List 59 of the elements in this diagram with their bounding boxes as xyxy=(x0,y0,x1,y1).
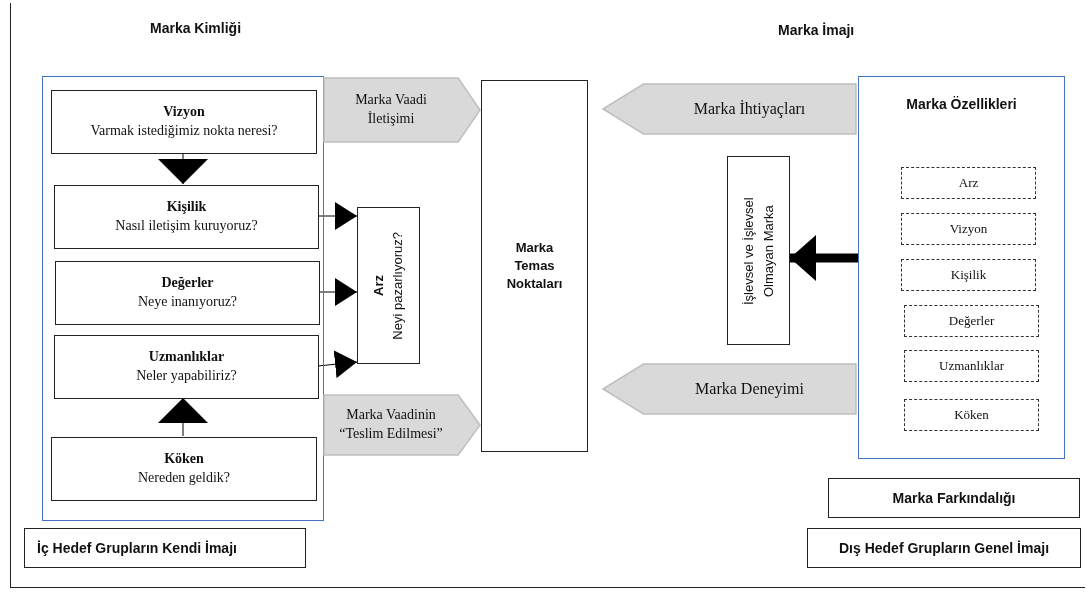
column-heading: Marka İmajı xyxy=(778,22,855,38)
box-text: Neyi pazarlıyoruz? xyxy=(388,231,406,340)
triangle-arrow xyxy=(317,350,358,379)
box-title: Marka Özellikleri xyxy=(906,95,1017,114)
box-text: Nasıl iletişim kuruyoruz? xyxy=(115,217,258,235)
box-text: Varmak istediğimiz nokta neresi? xyxy=(90,122,278,140)
box-text: Arz xyxy=(958,174,979,192)
block-arrow xyxy=(790,235,858,281)
group-frame xyxy=(858,76,1065,459)
process-box xyxy=(51,437,317,501)
box-title: Vizyon xyxy=(163,103,205,122)
dashed-box xyxy=(904,350,1039,382)
process-box xyxy=(727,156,790,345)
group-frame xyxy=(42,76,324,521)
caption-box xyxy=(24,528,306,568)
caption-box xyxy=(828,478,1080,518)
dashed-box xyxy=(904,305,1039,337)
banner-text: Marka Vaadinin “Teslim Edilmesi” xyxy=(338,406,444,443)
banner-text: Marka Vaadi İletişimi xyxy=(354,91,428,128)
box-text: Neye inanıyoruz? xyxy=(137,293,238,311)
box-text: Neler yapabiliriz? xyxy=(136,367,237,385)
caption-box xyxy=(807,528,1081,568)
box-title: İç Hedef Grupların Kendi İmajı xyxy=(37,538,237,558)
box-text: Uzmanlıklar xyxy=(939,357,1004,375)
banner-text: Marka İhtiyaçları xyxy=(693,99,806,120)
box-title: Marka Farkındalığı xyxy=(892,488,1016,508)
box-text: İşlevsel ve İşlevsel Olmayan Marka xyxy=(740,195,777,307)
process-box xyxy=(481,80,588,452)
process-box xyxy=(357,207,420,364)
triangle-arrow xyxy=(318,278,358,306)
arrow-banner xyxy=(603,364,856,414)
triangle-arrow xyxy=(158,397,208,437)
box-title: Arz xyxy=(369,275,387,296)
box-text: Nereden geldik? xyxy=(137,469,231,487)
box-text: Vizyon xyxy=(949,220,988,238)
triangle-arrow xyxy=(317,202,358,230)
triangle-arrow xyxy=(158,152,208,185)
dashed-box xyxy=(901,167,1036,199)
box-text: Marka Temas Noktaları xyxy=(505,238,564,294)
banner-text: Marka Deneyimi xyxy=(695,379,804,400)
process-box xyxy=(54,335,319,399)
process-box xyxy=(54,185,319,249)
box-title: Köken xyxy=(164,450,204,469)
arrow-banner xyxy=(324,395,480,455)
box-title: Dış Hedef Grupların Genel İmajı xyxy=(838,538,1050,558)
arrow-banner xyxy=(324,78,480,142)
arrow-banner xyxy=(603,84,856,134)
box-text: Değerler xyxy=(948,312,995,330)
dashed-box xyxy=(901,213,1036,245)
dashed-box xyxy=(901,259,1036,291)
process-box xyxy=(55,261,320,325)
box-title: Kişilik xyxy=(166,198,207,217)
box-title: Uzmanlıklar xyxy=(148,348,225,367)
column-heading: Marka Kimliği xyxy=(150,20,242,36)
dashed-box xyxy=(904,399,1039,431)
box-text: Kişilik xyxy=(950,266,987,284)
box-text: Köken xyxy=(954,406,989,424)
box-title: Değerler xyxy=(161,274,214,293)
process-box xyxy=(51,90,317,154)
